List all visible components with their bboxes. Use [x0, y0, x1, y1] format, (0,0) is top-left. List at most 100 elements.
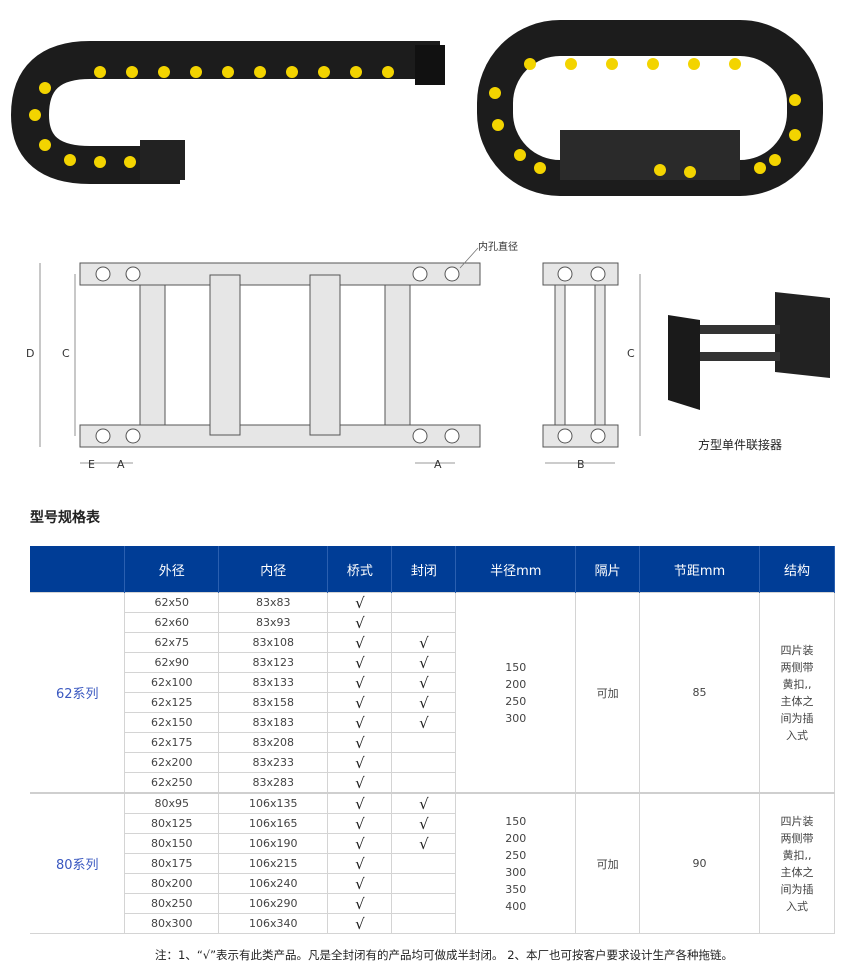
- inner-size-cell: 83x123: [218, 652, 329, 673]
- closed-type-check: √: [391, 833, 457, 854]
- drag-chain-photos: [11, 20, 823, 196]
- yellow-pin-dot: [606, 58, 618, 70]
- outer-size-cell: 80x150: [124, 833, 220, 854]
- bridge-type-check: √: [327, 752, 393, 773]
- radius-value: 350: [505, 882, 527, 896]
- outer-size-cell: 80x125: [124, 813, 220, 834]
- bridge-type-check: √: [327, 692, 393, 713]
- yellow-pin-dot: [126, 66, 138, 78]
- outer-size-cell: 62x100: [124, 672, 220, 693]
- yellow-pin-dot: [382, 66, 394, 78]
- yellow-pin-dot: [29, 109, 41, 121]
- outer-size-cell: 62x250: [124, 772, 220, 794]
- column-header: 隔片: [575, 546, 641, 593]
- structure-line: 主体之: [780, 694, 814, 708]
- closed-type-check: [391, 772, 457, 794]
- radius-value: 150: [505, 814, 527, 828]
- yellow-pin-dot: [94, 156, 106, 168]
- structure-line: 两侧带: [780, 831, 814, 845]
- bridge-type-check: √: [327, 873, 393, 894]
- yellow-pin-dot: [647, 58, 659, 70]
- closed-type-check: √: [391, 672, 457, 693]
- inner-size-cell: 83x183: [218, 712, 329, 733]
- dim-c2-label: C: [627, 347, 635, 360]
- structure-line: 黄扣,,: [782, 677, 812, 691]
- yellow-pin-dot: [524, 58, 536, 70]
- separator-cell: 可加: [575, 792, 641, 934]
- footnote: 注：1、“√”表示有此类产品。凡是全封闭有的产品均可做成半封闭。 2、本厂也可按…: [155, 948, 734, 962]
- yellow-pin-dot: [39, 139, 51, 151]
- yellow-pin-dot: [565, 58, 577, 70]
- yellow-pin-dot: [94, 66, 106, 78]
- inner-size-cell: 83x108: [218, 632, 329, 653]
- yellow-pin-dot: [39, 82, 51, 94]
- structure-cell: 四片装两侧带黄扣,,主体之间为插入式: [758, 592, 836, 794]
- dim-b-label: B: [577, 458, 585, 471]
- outer-size-cell: 62x60: [124, 612, 220, 633]
- structure-line: 四片装: [780, 814, 814, 828]
- yellow-pin-dot: [489, 87, 501, 99]
- yellow-pin-dot: [654, 164, 666, 176]
- dim-a-label: A: [117, 458, 125, 471]
- closed-type-check: [391, 913, 457, 934]
- closed-type-check: [391, 752, 457, 773]
- outer-size-cell: 62x50: [124, 592, 220, 613]
- section-title: 型号规格表: [30, 510, 100, 526]
- inner-size-cell: 106x215: [218, 853, 329, 874]
- inner-size-cell: 83x283: [218, 772, 329, 794]
- radius-value: 150: [505, 660, 527, 674]
- bridge-type-check: √: [327, 612, 393, 633]
- dim-e-label: E: [88, 458, 95, 471]
- yellow-pin-dot: [286, 66, 298, 78]
- pitch-cell: 90: [639, 792, 760, 934]
- closed-type-check: √: [391, 632, 457, 653]
- closed-type-check: √: [391, 692, 457, 713]
- dim-a2-label: A: [434, 458, 442, 471]
- yellow-pin-dot: [769, 154, 781, 166]
- inner-size-cell: 83x93: [218, 612, 329, 633]
- bridge-type-check: √: [327, 913, 393, 934]
- structure-line: 两侧带: [780, 660, 814, 674]
- drag-chain-open-image: [11, 41, 445, 184]
- closed-type-check: [391, 592, 457, 613]
- inner-size-cell: 83x233: [218, 752, 329, 773]
- outer-size-cell: 80x95: [124, 792, 220, 814]
- column-header: 桥式: [327, 546, 393, 593]
- yellow-pin-dot: [124, 156, 136, 168]
- inner-size-cell: 106x340: [218, 913, 329, 934]
- yellow-pin-dot: [789, 94, 801, 106]
- inner-size-cell: 106x240: [218, 873, 329, 894]
- dimension-drawings: [39, 247, 830, 464]
- yellow-pin-dot: [254, 66, 266, 78]
- inner-size-cell: 106x190: [218, 833, 329, 854]
- bridge-type-check: √: [327, 672, 393, 693]
- yellow-pin-dot: [222, 66, 234, 78]
- column-header: 内径: [218, 546, 329, 593]
- drag-chain-loop-image: [477, 20, 823, 196]
- bridge-type-check: √: [327, 592, 393, 613]
- inner-size-cell: 83x83: [218, 592, 329, 613]
- outer-size-cell: 80x200: [124, 873, 220, 894]
- yellow-pin-dot: [684, 166, 696, 178]
- yellow-pin-dot: [158, 66, 170, 78]
- closed-type-check: √: [391, 813, 457, 834]
- radius-value: 200: [505, 831, 527, 845]
- structure-line: 间为插: [780, 711, 814, 725]
- closed-type-check: √: [391, 652, 457, 673]
- outer-size-cell: 62x175: [124, 732, 220, 753]
- structure-line: 入式: [785, 728, 808, 742]
- bridge-type-check: √: [327, 712, 393, 733]
- inner-size-cell: 106x165: [218, 813, 329, 834]
- closed-type-check: [391, 612, 457, 633]
- yellow-pin-dot: [729, 58, 741, 70]
- yellow-pin-dot: [534, 162, 546, 174]
- yellow-pin-dot: [688, 58, 700, 70]
